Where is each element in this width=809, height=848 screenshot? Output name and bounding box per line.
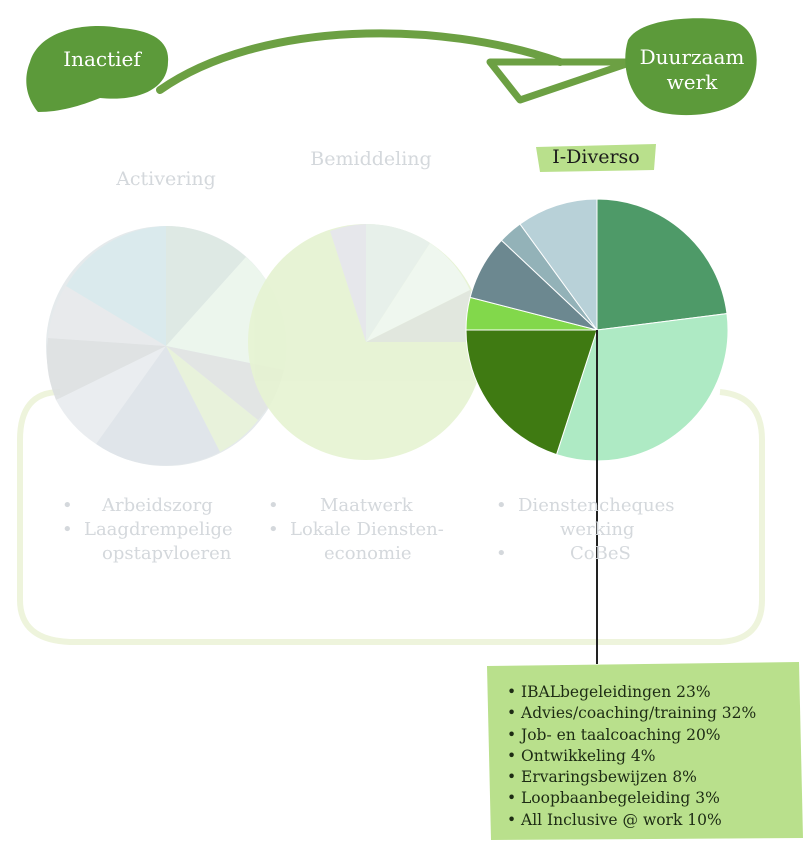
pie-slice-6 bbox=[519, 198, 598, 332]
legend-item: All Inclusive @ work 10% bbox=[507, 810, 756, 831]
bemiddeling-bullets: •Maatwerk •Lokale Diensten- economie bbox=[268, 495, 444, 564]
bemiddeling-title: Bemiddeling bbox=[310, 148, 432, 170]
inactief-blob bbox=[26, 25, 169, 112]
bullet-arbeidszorg: Arbeidszorg bbox=[102, 495, 213, 516]
pie-slice-2 bbox=[465, 329, 598, 456]
pie-slice-0 bbox=[596, 198, 728, 331]
i-diverso-tag bbox=[536, 144, 656, 172]
duurzaam-label: Duurzaam bbox=[639, 45, 745, 69]
bemiddeling-pie bbox=[248, 224, 484, 460]
legend-item: Ervaringsbewijzen 8% bbox=[507, 767, 756, 788]
legend-item: Job- en taalcoaching 20% bbox=[507, 725, 756, 746]
activering-pie bbox=[46, 226, 287, 466]
i-diverso-pie bbox=[465, 198, 729, 462]
i-diverso-bullets: •Dienstencheques werking •CoBeS bbox=[496, 495, 675, 564]
pie-slice-1 bbox=[555, 313, 729, 462]
legend-item: Advies/coaching/training 32% bbox=[507, 703, 756, 724]
legend-list: IBALbegeleidingen 23%Advies/coaching/tra… bbox=[507, 682, 756, 831]
bullet-opstapvloeren: opstapvloeren bbox=[102, 543, 232, 564]
inactief-label: Inactief bbox=[63, 47, 141, 71]
bullet-lokale-diensten: Lokale Diensten- bbox=[290, 519, 444, 540]
i-diverso-title: I-Diverso bbox=[552, 146, 640, 168]
bullet-dienstencheques: Dienstencheques bbox=[518, 495, 675, 516]
arrow-head-icon bbox=[486, 58, 636, 104]
breakdown-box: IBALbegeleidingen 23%Advies/coaching/tra… bbox=[487, 662, 803, 840]
activering-bullets: •Arbeidszorg •Laagdrempelige opstapvloer… bbox=[62, 495, 233, 564]
legend-item: IBALbegeleidingen 23% bbox=[507, 682, 756, 703]
legend-item: Ontwikkeling 4% bbox=[507, 746, 756, 767]
bullet-cobes: CoBeS bbox=[570, 543, 631, 564]
legend-item: Loopbaanbegeleiding 3% bbox=[507, 788, 756, 809]
bullet-maatwerk: Maatwerk bbox=[320, 495, 413, 516]
bullet-economie: economie bbox=[324, 543, 412, 564]
progression-arrow bbox=[156, 29, 564, 94]
grouping-bracket bbox=[17, 389, 765, 645]
duurzaam-werk-blob bbox=[625, 18, 757, 116]
bullet-laagdrempelige: Laagdrempelige bbox=[84, 519, 233, 540]
activering-title: Activering bbox=[116, 168, 216, 190]
werk-label: werk bbox=[666, 70, 718, 94]
bullet-werking: werking bbox=[560, 519, 635, 540]
